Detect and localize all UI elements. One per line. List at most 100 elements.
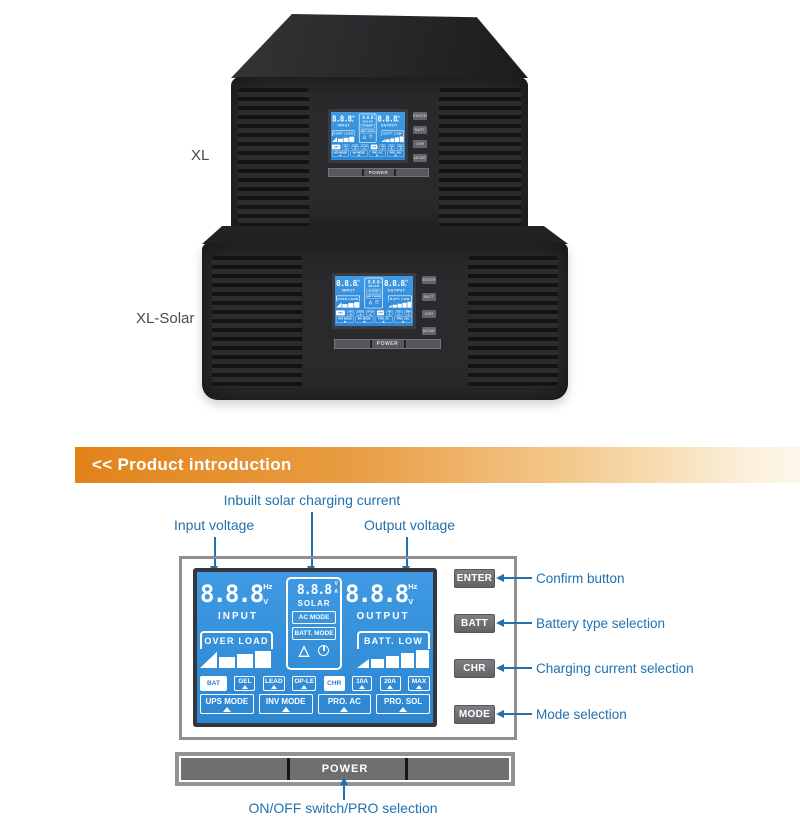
lcd-screen: 8.8.8 Hz V INPUT 8.8.8 V A SOLAR [331, 112, 405, 160]
device-top-face [202, 226, 568, 244]
indicator-triangle-icon [359, 685, 366, 689]
mini-lcd-screen: 8.8.8 Hz V INPUT 8.8.8 V A SOLAR [331, 112, 405, 160]
indicator-triangle-icon [340, 707, 349, 712]
callout-power-switch: ON/OFF switch/PRO selection [248, 800, 438, 816]
divider [405, 758, 408, 780]
input-label: INPUT [218, 611, 258, 622]
batt-button[interactable]: BATT [454, 614, 495, 633]
bar-wedge [331, 137, 338, 143]
chip-20a: 20A [388, 144, 395, 150]
power-button[interactable]: POWER [328, 168, 429, 177]
divider [287, 758, 290, 780]
arrow-line [504, 667, 532, 669]
bar [348, 303, 354, 308]
mode-button[interactable]: MODE [454, 705, 495, 724]
lcd-screen: 8.8.8 Hz V INPUT 8.8.8 V A SOLAR [197, 572, 433, 723]
output-value: 8.8.8 [345, 580, 409, 608]
output-label: OUTPUT [356, 611, 410, 622]
chip-ups-mode: UPS MODE [331, 150, 349, 157]
battery-low-meter: BATT. LOW [381, 130, 405, 143]
battery-low-label: BATT. LOW [357, 631, 430, 649]
enter-button[interactable]: ENTER [454, 569, 495, 588]
chr-button[interactable]: CHR [413, 140, 427, 148]
chip-bat: BAT [200, 676, 227, 691]
chip-ups-mode: UPS MODE [335, 316, 354, 323]
bar [390, 138, 395, 143]
batt-button[interactable]: BATT [413, 126, 427, 134]
chr-button[interactable]: CHR [454, 659, 495, 678]
input-display: 8.8.8 Hz V INPUT [200, 579, 284, 622]
battery-low-label: BATT. LOW [381, 130, 405, 137]
bar [219, 657, 235, 668]
bar [237, 654, 253, 668]
batt-button[interactable]: BATT [422, 293, 436, 301]
indicator-triangle-icon [399, 707, 408, 712]
bar [354, 302, 360, 308]
lcd-screen: 8.8.8 Hz V INPUT 8.8.8 V A SOLAR [335, 276, 413, 326]
device-front-face: 8.8.8 Hz V INPUT 8.8.8 V A SOLAR [231, 77, 528, 230]
output-unit-hz: Hz [404, 279, 408, 283]
overload-label: OVER LOAD [335, 295, 361, 302]
output-display: 8.8.8 Hz V OUTPUT [377, 114, 404, 128]
divider [404, 340, 407, 348]
callout-confirm-button: Confirm button [536, 571, 625, 586]
section-title: << Product introduction [92, 455, 292, 474]
input-label: INPUT [337, 124, 351, 128]
vent-grille [468, 256, 558, 387]
chip-10a: 10A [386, 310, 393, 316]
power-button[interactable]: POWER [334, 339, 441, 349]
indicator-triangle-icon [301, 685, 308, 689]
chip-op-le: OP-LE [292, 676, 317, 691]
bar-wedge [335, 302, 342, 308]
battery-low-meter: BATT. LOW [357, 631, 430, 668]
output-display: 8.8.8 Hz V OUTPUT [345, 579, 430, 622]
vent-grille [238, 88, 309, 227]
battery-bars [381, 136, 404, 143]
indicator-triangle-icon [270, 685, 277, 689]
device-xl: 8.8.8 Hz V INPUT 8.8.8 V A SOLAR [231, 14, 528, 230]
chip-inv-mode: INV MODE [258, 694, 313, 714]
product-name-xl: XL [191, 147, 210, 164]
indicator-triangle-icon [357, 154, 361, 156]
control-buttons: ENTER BATT CHR MODE [413, 112, 427, 162]
bar [401, 653, 414, 668]
chip-lead: LEAD [262, 676, 285, 691]
ac-mode-indicator: AC MODE [360, 124, 375, 129]
overload-label: OVER LOAD [200, 631, 273, 649]
arrow-line [311, 512, 313, 567]
power-label: POWER [368, 170, 389, 175]
chr-button[interactable]: CHR [422, 310, 436, 318]
device-xl-solar: 8.8.8 Hz V INPUT 8.8.8 V A SOLAR [202, 226, 568, 404]
output-value: 8.8.8 [383, 278, 405, 288]
solar-value: 8.8.8 [362, 115, 374, 121]
mode-button[interactable]: MODE [422, 327, 436, 335]
indicator-triangle-icon [241, 685, 248, 689]
arrow-line [504, 577, 532, 579]
callout-mode-selection: Mode selection [536, 707, 627, 722]
chip-pro-ac: PRO. AC [317, 694, 372, 714]
bar [394, 137, 400, 143]
indicator-triangle-icon [394, 154, 397, 156]
solar-value: 8.8.8 [296, 583, 332, 598]
overload-label: OVER LOAD [331, 130, 355, 137]
bar [407, 301, 412, 308]
bar-wedge [357, 659, 369, 668]
output-unit-hz: Hz [397, 115, 401, 118]
indicator-triangle-icon [388, 313, 391, 315]
indicator-triangle-icon [381, 147, 384, 149]
indicator-row-battery-charge: BAT GEL LEAD OP-LE CHR 10A 20A [335, 310, 412, 316]
batt-mode-indicator: BATT. MODE [292, 627, 336, 640]
enter-button[interactable]: ENTER [422, 276, 436, 284]
input-unit-v: V [356, 284, 359, 288]
output-unit-v: V [404, 284, 407, 288]
mode-button[interactable]: MODE [413, 154, 427, 162]
callout-battery-type: Battery type selection [536, 616, 666, 631]
indicator-triangle-icon [375, 154, 379, 156]
arrow-line [406, 537, 408, 567]
arrow-left-icon [496, 619, 504, 627]
power-button[interactable]: POWER [181, 758, 509, 780]
solar-unit-a: A [374, 117, 376, 120]
enter-button[interactable]: ENTER [413, 112, 427, 120]
indicator-triangle-icon [345, 147, 347, 149]
front-panel-frame [179, 556, 517, 740]
